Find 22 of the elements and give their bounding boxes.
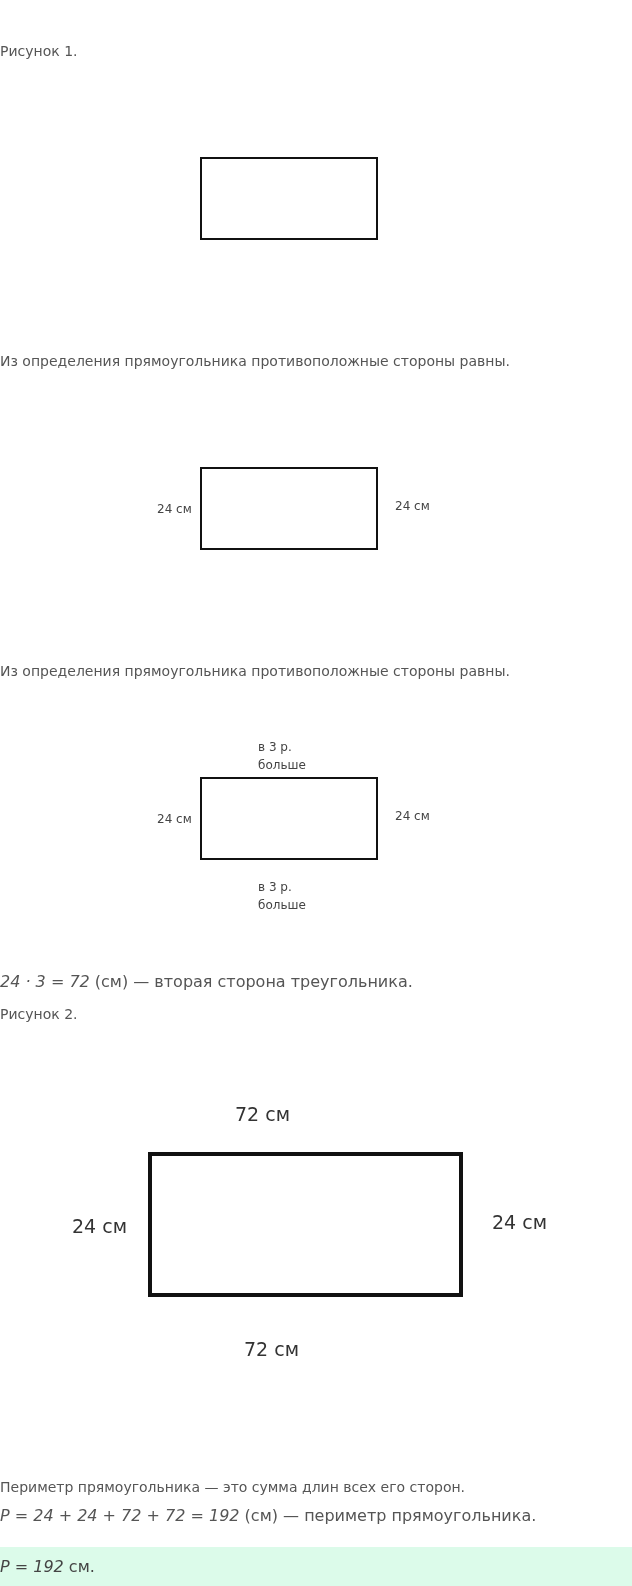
side-length-label: 72 см (235, 1102, 290, 1127)
formula: P = 192 см. (0, 1557, 95, 1576)
side-length-label: 24 см (72, 1214, 127, 1239)
rectangle (200, 467, 378, 550)
text-paragraph: Периметр прямоугольника — это сумма длин всех его сторон. (0, 1478, 466, 1497)
side-length-label: 72 см (244, 1337, 299, 1362)
side-length-label: 24 см (395, 498, 430, 515)
rectangle (200, 157, 378, 240)
rectangle (148, 1152, 463, 1297)
formula: 24 · 3 = 72 (см) — вторая сторона треугольника. (0, 972, 413, 993)
side-length-label: 24 см (157, 501, 192, 518)
formula: P = 24 + 24 + 72 + 72 = 192 (см) — периметр прямоугольника. (0, 1506, 537, 1527)
side-length-label: 24 см (492, 1210, 547, 1235)
side-length-label: в 3 р. больше (258, 879, 307, 914)
side-length-label: в 3 р. больше (258, 739, 307, 774)
text-paragraph: Из определения прямоугольника противоположные стороны равны. (0, 352, 510, 371)
rectangle (200, 777, 378, 860)
figure-caption: Рисунок 2. (0, 1005, 78, 1024)
figure-caption: Рисунок 1. (0, 42, 78, 61)
text-paragraph: Из определения прямоугольника противоположные стороны равны. (0, 662, 510, 681)
side-length-label: 24 см (395, 808, 430, 825)
side-length-label: 24 см (157, 811, 192, 828)
